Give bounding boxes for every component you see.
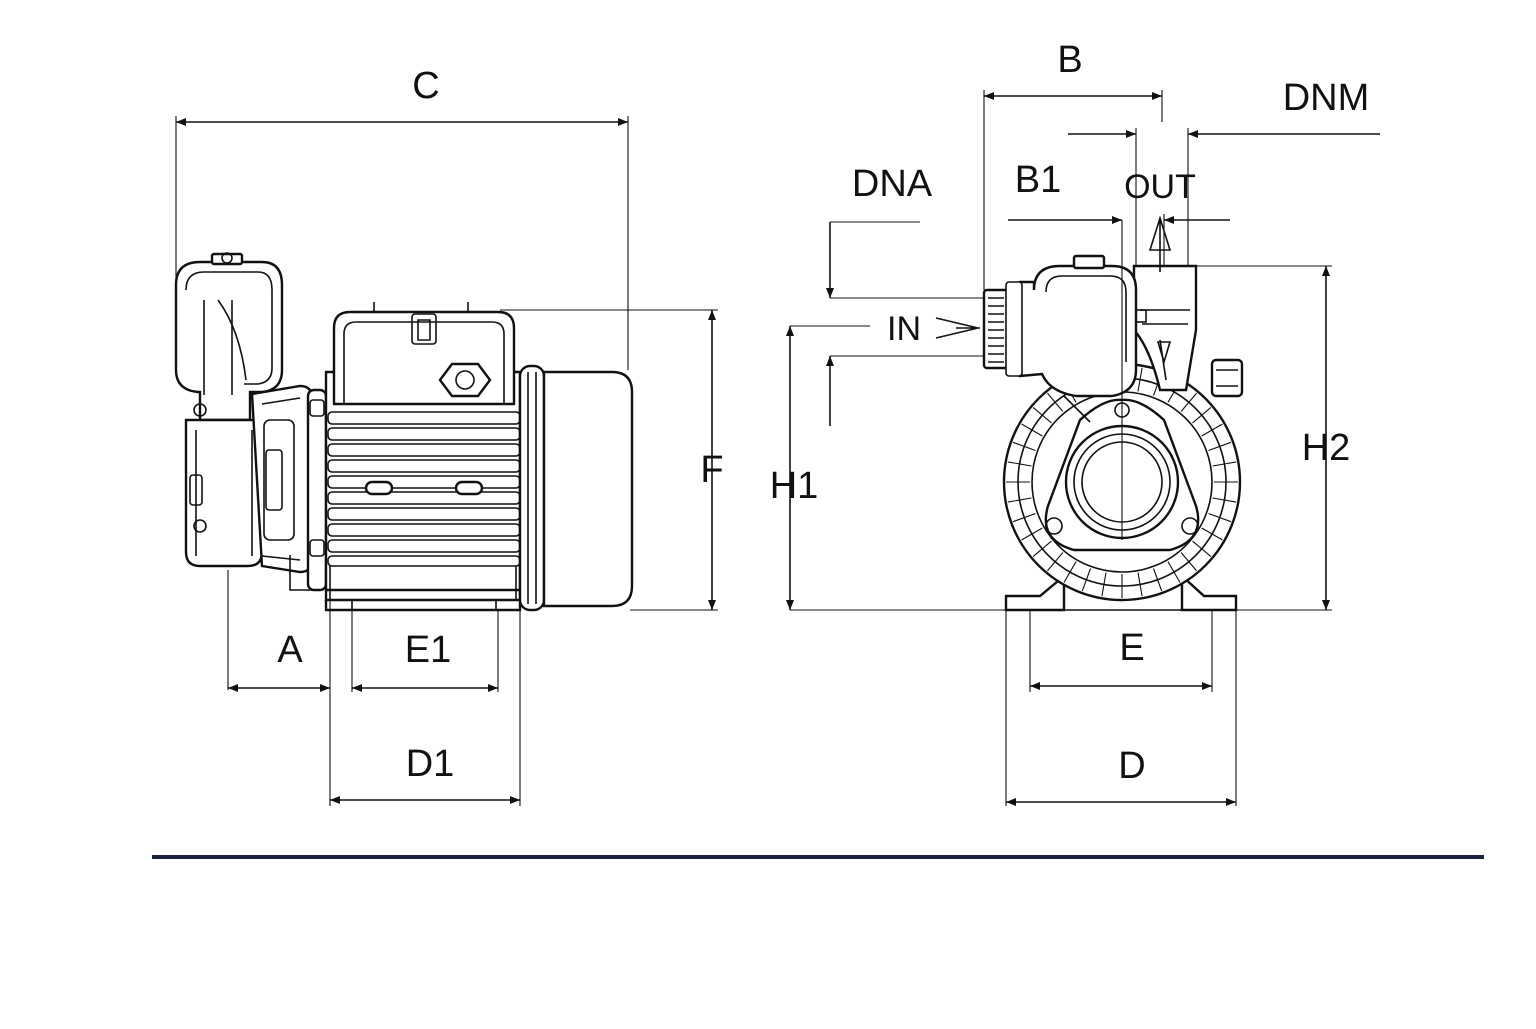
fan-rib [1021, 527, 1043, 541]
dim-label-f: F [700, 449, 723, 491]
dim-label-a: A [277, 629, 303, 671]
dim-label-b: B [1057, 39, 1082, 81]
fan-rib [1201, 423, 1223, 437]
fan-rib [1032, 540, 1052, 558]
side-view-pump [174, 252, 634, 612]
fan-rib [1201, 527, 1223, 541]
fan-rib [1180, 552, 1198, 572]
fan-rib [1212, 461, 1237, 467]
fan-rib [1212, 497, 1237, 503]
dim-label-e: E [1119, 627, 1144, 669]
fan-rib [1152, 568, 1163, 592]
fan-rib [1063, 561, 1077, 583]
dim-label-d: D [1118, 745, 1145, 787]
dim-label-dnm: DNM [1283, 77, 1370, 119]
fan-rib [1032, 406, 1052, 424]
fan-rib [1192, 540, 1212, 558]
dim-label-c: C [412, 65, 439, 107]
fan-rib [1046, 552, 1064, 572]
fan-rib [1167, 561, 1181, 583]
fan-rib [1101, 572, 1107, 597]
fan-rib [1180, 392, 1198, 412]
fan-rib [1081, 568, 1092, 592]
fan-rib [1046, 392, 1064, 412]
fan-rib [1012, 512, 1036, 523]
label-in: IN [887, 310, 921, 348]
dim-label-dna: DNA [852, 163, 933, 205]
label-out: OUT [1124, 168, 1196, 206]
fan-ribs [1006, 366, 1238, 598]
fan-rib [1021, 423, 1043, 437]
fan-rib [1137, 367, 1143, 392]
front-view-dimensions: B DNM B1 OUT DNA IN H1 H2 [770, 39, 1380, 806]
dim-label-h2: H2 [1302, 427, 1351, 469]
dim-label-d1: D1 [406, 743, 455, 785]
fan-rib [1208, 512, 1232, 523]
dim-label-e1: E1 [405, 629, 451, 671]
front-view-pump [982, 220, 1244, 612]
fan-rib [1208, 441, 1232, 452]
fan-rib [1012, 441, 1036, 452]
fan-rib [1137, 572, 1143, 597]
dim-label-b1: B1 [1015, 159, 1061, 201]
fan-rib [1007, 461, 1032, 467]
fan-rib [1007, 497, 1032, 503]
dim-label-h1: H1 [770, 465, 819, 507]
fan-rib [1192, 406, 1212, 424]
side-view-dimensions: C F A E1 D1 [175, 65, 724, 806]
